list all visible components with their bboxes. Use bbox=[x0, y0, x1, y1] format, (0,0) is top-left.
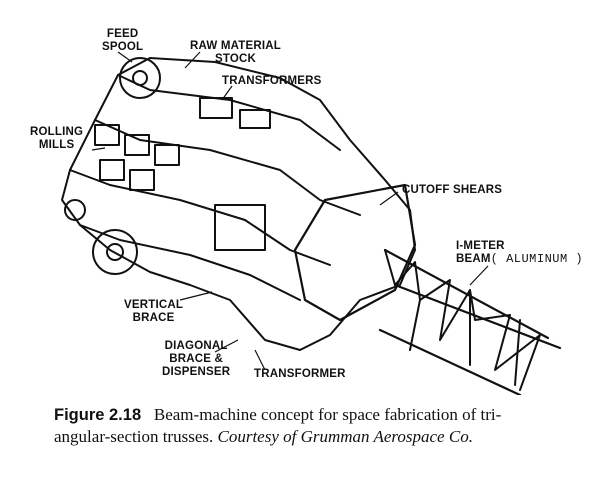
transformer-box-2 bbox=[239, 109, 271, 129]
label-i-meter-beam: I-METER BEAM( ALUMINUM ) bbox=[456, 240, 584, 266]
leader-transformer bbox=[254, 349, 266, 371]
rolling-mill-block-5 bbox=[129, 169, 155, 191]
transformer-box bbox=[199, 97, 233, 119]
label-raw-material-stock: RAW MATERIAL STOCK bbox=[190, 40, 281, 65]
caption-text-line1: Beam-machine concept for space fabricati… bbox=[153, 405, 502, 424]
machine-lower-panel bbox=[69, 169, 331, 266]
caption-credit: Courtesy of Grumman Aerospace Co. bbox=[217, 427, 473, 446]
feed-spool-top-hub bbox=[132, 70, 148, 86]
machine-bottom-panel bbox=[79, 224, 301, 301]
rolling-mill-block-2 bbox=[124, 134, 150, 156]
leader-feed-spool bbox=[117, 51, 133, 63]
machine-mid-panel bbox=[94, 119, 361, 216]
machine-housing-outline bbox=[61, 57, 416, 351]
feed-spool-bottom bbox=[92, 229, 138, 275]
label-transformers: TRANSFORMERS bbox=[222, 75, 322, 87]
beam-verticals bbox=[409, 289, 521, 386]
label-transformer: TRANSFORMER bbox=[254, 368, 346, 380]
beam-machine-drawing bbox=[61, 51, 562, 397]
label-vertical-brace: VERTICAL BRACE bbox=[124, 299, 184, 324]
side-wheel bbox=[64, 199, 86, 221]
label-aluminum: ( ALUMINUM ) bbox=[490, 252, 584, 266]
vertical-brace-box bbox=[214, 204, 266, 251]
rolling-mill-block bbox=[94, 124, 120, 146]
figure-caption: Figure 2.18 Beam-machine concept for spa… bbox=[54, 404, 584, 447]
rolling-mill-block-4 bbox=[99, 159, 125, 181]
beam-bottom-chord bbox=[378, 328, 522, 397]
label-diagonal-brace: DIAGONAL BRACE & DISPENSER bbox=[162, 340, 231, 378]
figure-illustration: FEED SPOOL RAW MATERIAL STOCK TRANSFORME… bbox=[30, 28, 584, 397]
label-rolling-mills: ROLLING MILLS bbox=[30, 126, 84, 151]
caption-text-line2: angular-section trusses. bbox=[54, 427, 214, 446]
feed-spool-bottom-hub bbox=[106, 243, 124, 261]
leader-i-meter-beam bbox=[469, 265, 489, 286]
beam-diagonals bbox=[384, 249, 541, 391]
label-cutoff-shears: CUTOFF SHEARS bbox=[402, 184, 503, 196]
caption-figure-number: Figure 2.18 bbox=[54, 406, 142, 424]
label-feed-spool: FEED SPOOL bbox=[102, 28, 144, 53]
leader-vertical-brace bbox=[179, 291, 213, 301]
beam-mid-chord bbox=[393, 283, 562, 350]
leader-diagonal-brace bbox=[214, 339, 239, 353]
leader-rolling-mills bbox=[91, 147, 106, 151]
feed-spool-top bbox=[119, 57, 161, 99]
leader-cutoff-shears bbox=[379, 191, 399, 206]
leader-raw-material bbox=[184, 51, 201, 69]
end-frame-triangle bbox=[293, 183, 417, 322]
rolling-mill-block-3 bbox=[154, 144, 180, 166]
leader-transformers bbox=[221, 85, 233, 101]
